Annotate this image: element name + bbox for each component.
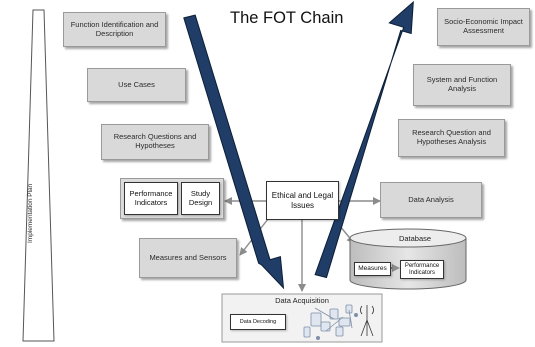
implementation-plan-label: Implementation Plan bbox=[27, 184, 47, 243]
antenna-icon bbox=[360, 305, 374, 337]
data-acquisition-title: Data Acquisition bbox=[275, 296, 329, 305]
data-decoding-box: Data Decoding bbox=[230, 314, 286, 330]
data-analysis-box: Data Analysis bbox=[380, 182, 482, 218]
database-performance-indicators-box: Performance Indicators bbox=[400, 260, 444, 279]
downward-chain-arrow bbox=[183, 14, 285, 290]
database-title: Database bbox=[398, 234, 432, 243]
performance-indicators-box: Performance Indicators bbox=[124, 182, 178, 215]
system-function-analysis-box: System and Function Analysis bbox=[413, 64, 511, 106]
diagram-title: The FOT Chain bbox=[230, 9, 344, 27]
research-question-analysis-box: Research Question and Hypotheses Analysi… bbox=[398, 119, 505, 157]
function-identification-box: Function Identification and Description bbox=[63, 12, 166, 47]
upward-chain-arrow bbox=[314, 0, 414, 279]
implementation-plan-bar bbox=[22, 9, 55, 342]
study-design-box: Study Design bbox=[181, 182, 220, 215]
use-cases-box: Use Cases bbox=[87, 68, 186, 102]
research-questions-box: Research Questions and Hypotheses bbox=[101, 124, 209, 160]
planning-group-box: Performance Indicators Study Design bbox=[120, 178, 224, 219]
socio-economic-impact-box: Socio-Economic Impact Assessment bbox=[437, 8, 530, 46]
database-measures-box: Measures bbox=[354, 262, 391, 276]
measures-sensors-box: Measures and Sensors bbox=[139, 238, 237, 278]
devices-illustration bbox=[303, 304, 358, 340]
ethical-legal-issues-box: Ethical and Legal Issues bbox=[266, 181, 339, 220]
